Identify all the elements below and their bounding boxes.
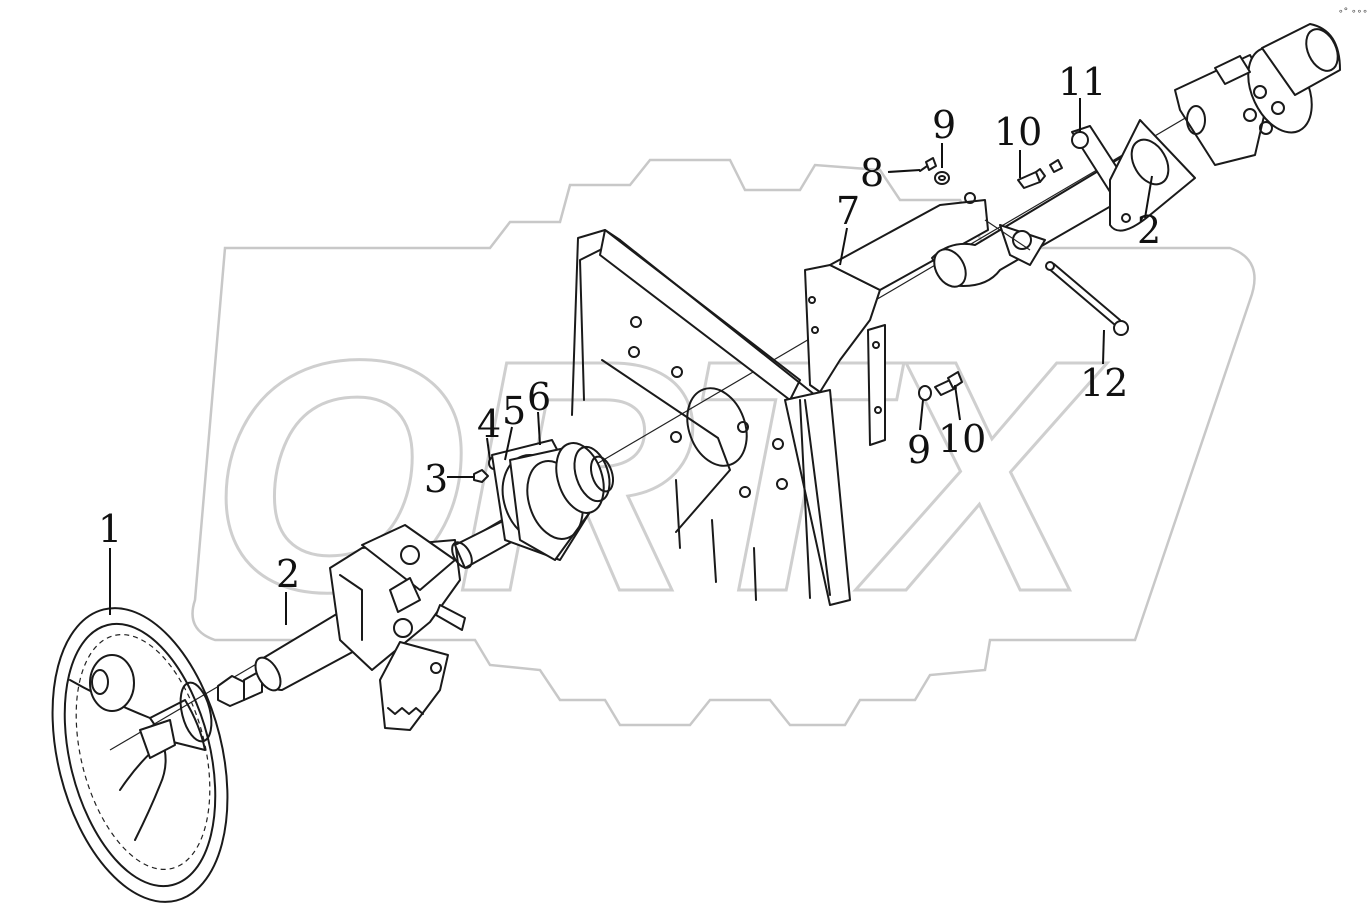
callout-6: 6 (527, 375, 551, 419)
callout-3: 3 (424, 457, 448, 501)
callout-5: 5 (502, 389, 526, 433)
callout-8: 8 (860, 151, 884, 195)
dash-frame (571, 229, 851, 606)
corner-mark: ∘° ∘∘∘ (1338, 7, 1368, 17)
lower-fasteners (918, 371, 963, 401)
steering-column-lower (217, 519, 516, 731)
column-support-bracket (804, 192, 989, 446)
callout-4: 4 (477, 402, 501, 446)
upper-fasteners (919, 157, 1063, 189)
callout-2-lower: 2 (276, 552, 300, 596)
callout-7: 7 (836, 189, 860, 233)
steering-unit (1174, 23, 1341, 166)
callout-11: 11 (1058, 60, 1106, 104)
callout-12: 12 (1080, 361, 1128, 405)
steering-wheel (51, 607, 229, 903)
long-bolt (1045, 261, 1129, 336)
callout-labels: 1 2 3 4 5 6 7 8 9 10 11 2 12 9 10 (98, 60, 1161, 596)
watermark-gear (191, 158, 1256, 727)
callout-10-upper: 10 (994, 110, 1042, 154)
callout-10-lower: 10 (938, 417, 986, 461)
upper-flange-plate (1109, 119, 1196, 232)
callout-1: 1 (98, 507, 122, 551)
callout-9-lower: 9 (907, 428, 931, 472)
flange-boot (509, 442, 615, 561)
callout-9-upper: 9 (932, 103, 956, 147)
leader-lines (109, 98, 1153, 625)
callout-2-upper: 2 (1137, 208, 1161, 252)
